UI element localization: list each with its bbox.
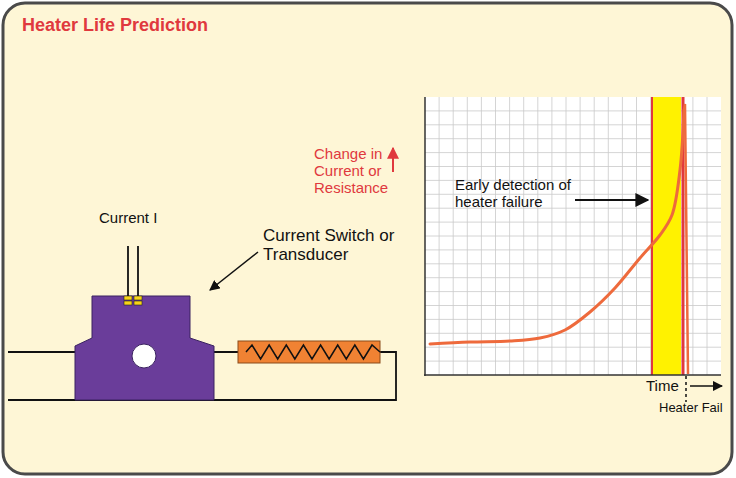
title: Heater Life Prediction [22,15,208,35]
leader-line [210,252,258,290]
failure-curve [430,104,688,374]
signal-label: Current I [99,210,189,227]
chart-grid [425,97,721,375]
axis-arrow [392,148,394,172]
curve-line [430,110,684,344]
band-edge [651,97,653,375]
detection-band [652,97,681,375]
signal-wire [137,246,139,300]
axis-label: Change in Current or Resistance [314,146,392,196]
transducer-hole [132,344,156,368]
y-axis [424,97,426,376]
transducer-body [75,296,214,400]
terminal [124,296,132,300]
pointer-arrow [575,199,648,201]
heater [238,341,380,363]
chart-area [425,97,721,375]
x-axis [424,374,721,376]
annotation: Early detection of heater failure [455,177,615,211]
resistor-symbol [246,345,380,359]
signal-wire [127,246,129,300]
curve-drop [684,104,688,374]
event-label: Heater Fail [659,401,731,416]
terminal [134,296,142,300]
time-arrow [690,385,722,387]
axis-label: Time [646,378,690,395]
fail-marker [685,376,687,402]
part-label: Current Switch or Transducer [263,226,403,264]
panel [3,3,732,474]
terminal [124,301,132,305]
terminal [134,301,142,305]
zigzag [246,345,380,359]
